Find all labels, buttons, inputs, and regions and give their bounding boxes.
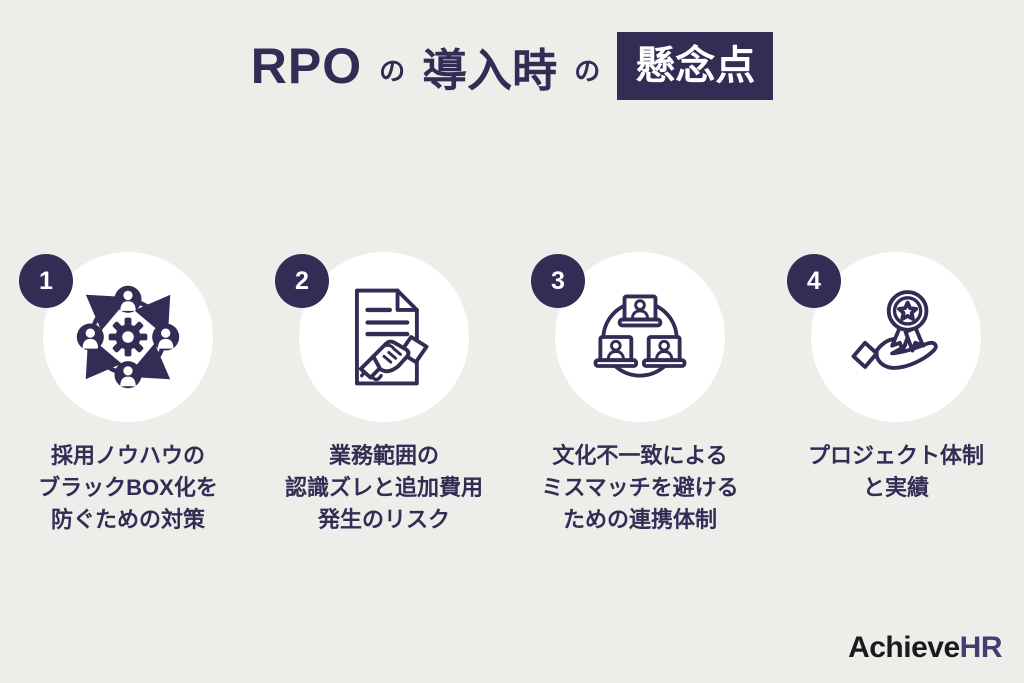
concern-item-2: 2 業務範囲の 認識ズレと追加費用 発生のリスク (256, 252, 512, 536)
title-particle-2: の (574, 55, 601, 86)
logo-achieve-text: Achieve (848, 631, 960, 664)
title-highlight-box: 懸念点 (617, 32, 774, 100)
caption-line: 防ぐための対策 (50, 507, 205, 532)
caption-line: 発生のリスク (317, 507, 450, 532)
contract-handshake-icon (355, 288, 429, 386)
page-title: RPO の 導入時 の 懸念点 (0, 32, 1024, 100)
caption-line: ブラックBOX化を (38, 475, 218, 500)
achievehr-logo: Achieve HR (848, 631, 1002, 665)
item-2-caption: 業務範囲の 認識ズレと追加費用 発生のリスク (285, 440, 483, 536)
item-4-caption: プロジェクト体制 と実績 (808, 440, 984, 504)
item-number-badge: 2 (275, 254, 329, 308)
item-number-badge: 4 (787, 254, 841, 308)
concern-item-3: 3 文化不一致による ミスマッチを避ける ための連携体制 (512, 252, 768, 536)
people-gear-cycle-icon (76, 285, 180, 389)
caption-line: プロジェクト体制 (807, 443, 984, 468)
caption-line: と実績 (862, 475, 929, 500)
item-number-badge: 1 (19, 254, 73, 308)
item-4-circle (811, 252, 981, 422)
logo-hr-text: HR (959, 631, 1003, 664)
award-hand-icon (851, 290, 938, 370)
caption-line: 採用ノウハウの (50, 443, 205, 468)
caption-line: 文化不一致による (552, 443, 728, 468)
item-3-caption: 文化不一致による ミスマッチを避ける ための連携体制 (541, 440, 738, 536)
title-donyuji: 導入時 (422, 44, 558, 96)
item-1-caption: 採用ノウハウの ブラックBOX化を 防ぐための対策 (38, 440, 218, 536)
caption-line: 業務範囲の (328, 443, 439, 468)
item-number-badge: 3 (531, 254, 585, 308)
title-particle-1: の (379, 55, 406, 86)
caption-line: ための連携体制 (562, 507, 717, 532)
title-rpo: RPO (250, 38, 363, 94)
caption-line: ミスマッチを避ける (541, 475, 739, 500)
concern-item-4: 4 プロジェクト体制 と実績 (768, 252, 1024, 536)
video-meeting-icon (593, 294, 687, 378)
caption-line: 認識ズレと追加費用 (284, 475, 483, 500)
item-1-circle (43, 252, 213, 422)
concern-item-1: 1 採用ノウハウの ブラックBOX化を 防ぐための対策 (0, 252, 256, 536)
concern-items-row: 1 採用ノウハウの ブラックBOX化を 防ぐための対策 (0, 252, 1024, 536)
